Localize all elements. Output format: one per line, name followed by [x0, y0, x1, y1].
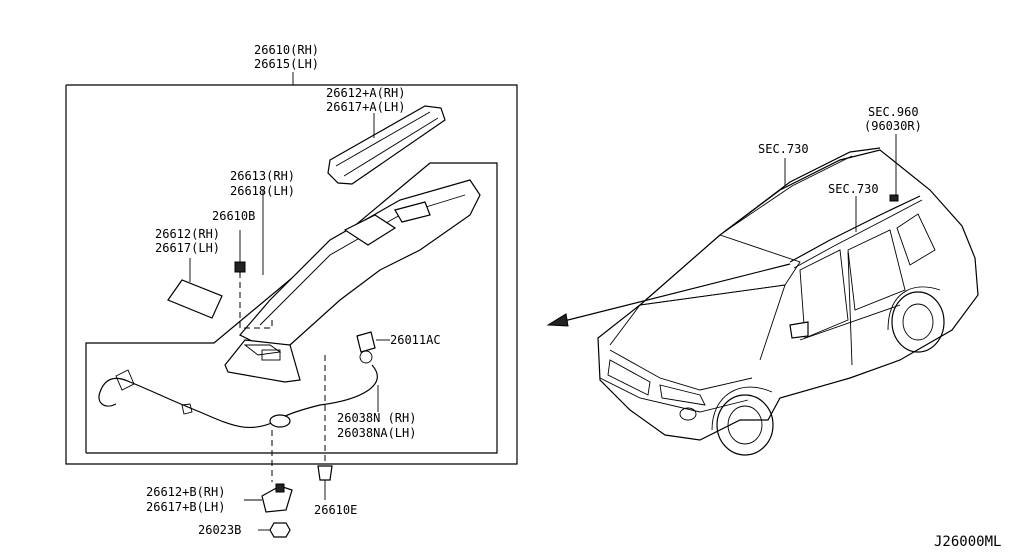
label-harness-rh: 26038N (RH)	[337, 411, 416, 425]
label-harness-lh: 26038NA(LH)	[337, 426, 416, 440]
label-lamp-assy-lh: 26615(LH)	[254, 57, 319, 71]
front-lens-strip	[327, 105, 446, 185]
label-lens-bottom-rh: 26612+B(RH)	[146, 485, 225, 499]
nut-26023b	[258, 522, 291, 538]
assembly-frame	[65, 72, 518, 465]
clip-26610b	[234, 230, 273, 329]
label-nut: 26023B	[198, 523, 241, 537]
diagram-code: J26000ML	[934, 534, 1001, 550]
part-labels: 26610(RH) 26615(LH) 26612+A(RH) 26617+A(…	[146, 43, 1001, 550]
label-lens-front-rh: 26612+A(RH)	[326, 86, 405, 100]
label-lens-bottom-lh: 26617+B(LH)	[146, 500, 225, 514]
label-clip-b: 26610B	[212, 209, 255, 223]
bulb-socket	[356, 331, 390, 364]
label-clip-e: 26610E	[314, 503, 357, 517]
vehicle-illustration	[546, 134, 979, 456]
bottom-lens	[244, 483, 293, 513]
label-lamp-assy-rh: 26610(RH)	[254, 43, 319, 57]
label-lens-side-rh: 26612(RH)	[155, 227, 220, 241]
label-sec960-b: (96030R)	[864, 119, 922, 133]
label-sec730-top: SEC.730	[758, 142, 809, 156]
side-lens	[167, 258, 223, 319]
label-lens-side-lh: 26617(LH)	[155, 241, 220, 255]
clip-26610e	[317, 465, 333, 500]
lamp-housing	[224, 179, 481, 383]
label-sec960-a: SEC.960	[868, 105, 919, 119]
label-lens-front-lh: 26617+A(LH)	[326, 100, 405, 114]
wire-harness	[98, 364, 379, 429]
label-housing-rh: 26613(RH)	[230, 169, 295, 183]
label-sec730-mid: SEC.730	[828, 182, 879, 196]
leader-lines	[271, 355, 326, 482]
label-housing-lh: 26618(LH)	[230, 184, 295, 198]
label-socket: 26011AC	[390, 333, 441, 347]
